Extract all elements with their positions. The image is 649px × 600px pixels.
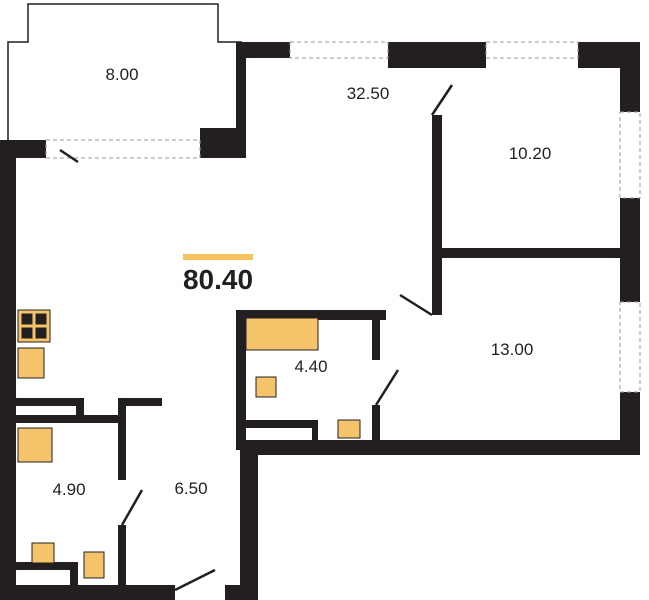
sink-icon — [31, 542, 55, 564]
toilet-icon — [83, 551, 105, 579]
fixtures — [17, 309, 361, 579]
door[interactable] — [120, 489, 144, 526]
balcony-outline — [7, 3, 242, 140]
door[interactable] — [430, 84, 454, 116]
room-area-bathroom: 4.40 — [294, 357, 328, 376]
bathtub-icon — [245, 317, 319, 351]
room-area-hallway: 6.50 — [174, 479, 208, 498]
balcony-door[interactable] — [59, 148, 79, 164]
total-area-accent-bar — [183, 254, 253, 260]
sink-icon — [337, 419, 361, 439]
room-area-bedroom-1: 10.20 — [508, 144, 552, 163]
room-area-living: 32.50 — [346, 84, 390, 103]
walls — [0, 42, 640, 600]
room-area-balcony: 8.00 — [105, 65, 139, 84]
room-area-bedroom-2: 13.00 — [490, 340, 534, 359]
door[interactable] — [374, 369, 400, 406]
door[interactable] — [399, 293, 433, 317]
toilet-icon — [255, 376, 277, 398]
door[interactable] — [174, 568, 216, 592]
room-area-toilet: 4.90 — [52, 480, 86, 499]
windows — [45, 41, 641, 393]
shower-icon — [17, 427, 53, 463]
sink-icon — [17, 347, 45, 379]
total-area: 80.40 — [182, 264, 254, 295]
doors — [59, 84, 454, 592]
